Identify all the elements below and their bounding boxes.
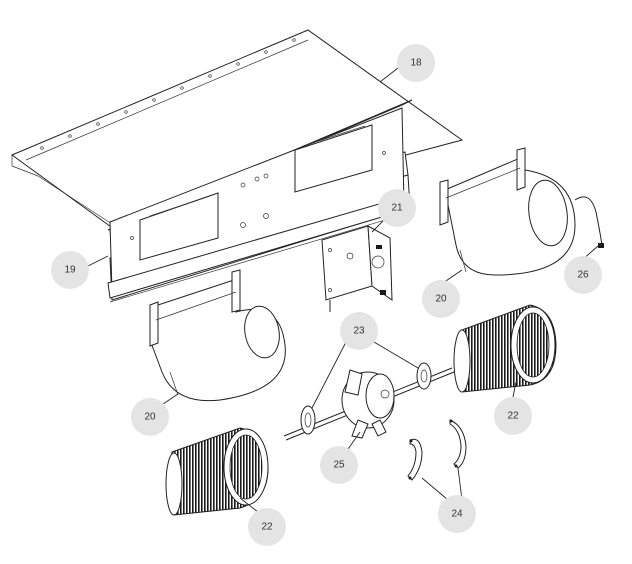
callout-label: 25 (333, 460, 345, 471)
callout-label: 20 (144, 412, 156, 423)
callout-22-right: 22 (494, 397, 532, 435)
callout-20-right: 20 (422, 280, 460, 318)
callout-26: 26 (564, 256, 602, 294)
callout-label: 19 (64, 265, 76, 276)
motor-wire (574, 196, 604, 248)
callout-label: 23 (353, 326, 365, 337)
callout-25: 25 (320, 446, 358, 484)
callout-22-left: 22 (248, 508, 286, 546)
callout-label: 18 (410, 58, 422, 69)
callout-label: 26 (577, 270, 589, 281)
callout-label: 22 (507, 411, 519, 422)
callout-20-left: 20 (131, 398, 169, 436)
callout-label: 22 (261, 522, 273, 533)
callout-label: 21 (391, 203, 403, 214)
callout-23: 23 (340, 312, 378, 350)
callout-21: 21 (378, 189, 416, 227)
callout-18: 18 (397, 44, 435, 82)
blower-wheel-left (165, 427, 269, 516)
callout-24: 24 (438, 495, 476, 533)
callout-19: 19 (51, 251, 89, 289)
blower-housing-right (439, 147, 576, 276)
motor-clips (407, 419, 467, 481)
callout-label: 20 (435, 294, 447, 305)
isolation-rings (300, 362, 432, 435)
blower-housing-left (149, 269, 286, 402)
housing-panel (10, 29, 464, 303)
motor-mount-bracket (321, 225, 393, 312)
callout-label: 24 (451, 509, 463, 520)
blower-wheel-right (453, 304, 557, 393)
